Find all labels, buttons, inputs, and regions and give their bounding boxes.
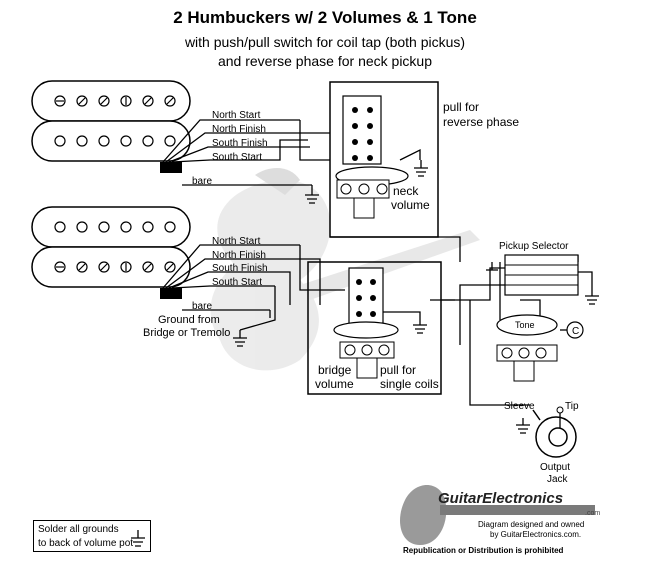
diagram-title: 2 Humbuckers w/ 2 Volumes & 1 Tone <box>173 8 477 27</box>
neck-lead-south-start: South Start <box>212 152 263 163</box>
pull-single-2: single coils <box>380 377 439 391</box>
tone-label: Tone <box>515 320 535 330</box>
bridge-lead-south-start: South Start <box>212 277 263 288</box>
bridge-lead-north-start: North Start <box>212 236 261 247</box>
pull-single-1: pull for <box>380 363 417 377</box>
neck-pickup <box>31 80 191 173</box>
jack-tip-label: Tip <box>565 401 579 412</box>
bridge-volume-pot <box>339 341 395 379</box>
bridge-lead-north-finish: North Finish <box>212 250 266 261</box>
solder-note-line-1: Solder all grounds <box>38 524 119 535</box>
neck-volume-pot <box>336 179 390 219</box>
bridge-push-pull-switch <box>333 267 399 339</box>
bridge-lead-bare: bare <box>192 301 213 312</box>
ground-symbols <box>131 160 599 547</box>
jack-label-2: Jack <box>547 474 568 485</box>
output-jack <box>532 406 577 458</box>
brand-logo-guitar <box>400 485 595 545</box>
brand-line-3: Republication or Distribution is prohibi… <box>403 546 564 555</box>
pull-reverse-1: pull for <box>443 100 480 114</box>
bridge-volume-2: volume <box>315 377 354 391</box>
bridge-volume-1: bridge <box>318 363 352 377</box>
solder-note: Solder all grounds to back of volume pot <box>33 520 151 552</box>
pull-reverse-2: reverse phase <box>443 115 520 129</box>
neck-lead-north-finish: North Finish <box>212 124 266 135</box>
bridge-pickup <box>31 206 191 299</box>
brand-line-2: by GuitarElectronics.com. <box>490 530 582 539</box>
brand-name: GuitarElectronics <box>438 490 564 507</box>
brand-line-1: Diagram designed and owned <box>478 520 585 529</box>
neck-volume-2: volume <box>391 198 430 212</box>
pickup-selector-switch <box>504 254 579 296</box>
jack-sleeve-label: Sleeve <box>504 401 535 412</box>
neck-lead-north-start: North Start <box>212 110 261 121</box>
ground-note-2: Bridge or Tremolo <box>143 327 231 339</box>
watermark-guitar <box>210 168 480 371</box>
neck-lead-bare: bare <box>192 176 213 187</box>
ground-note-1: Ground from <box>158 314 220 326</box>
tone-pot: C <box>496 314 584 382</box>
diagram-subtitle-1: with push/pull switch for coil tap (both… <box>184 34 466 50</box>
pickup-selector-label: Pickup Selector <box>499 241 569 252</box>
neck-push-pull-switch <box>335 95 409 186</box>
solder-note-line-2: to back of volume pot <box>38 538 134 549</box>
neck-volume-1: neck <box>393 184 419 198</box>
diagram-subtitle-2: and reverse phase for neck pickup <box>217 53 432 69</box>
neck-lead-south-finish: South Finish <box>212 138 268 149</box>
jack-label-1: Output <box>540 462 571 473</box>
bridge-lead-south-finish: South Finish <box>212 263 268 274</box>
svg-text:C: C <box>572 326 579 337</box>
brand-suffix: .com <box>585 510 601 517</box>
